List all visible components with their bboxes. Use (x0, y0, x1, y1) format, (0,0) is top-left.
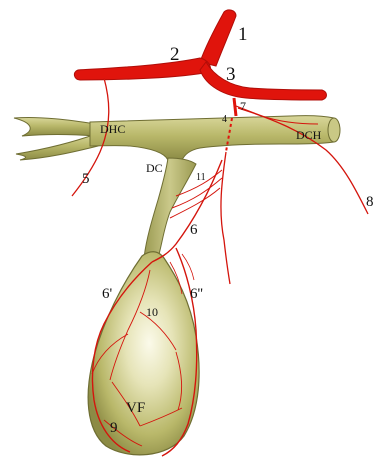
label-1: 1 (238, 24, 248, 45)
label-9: 9 (110, 420, 118, 436)
artery-1-trunk (200, 10, 236, 66)
label-5: 5 (82, 171, 90, 187)
label-10: 10 (146, 305, 158, 319)
label-6: 6 (190, 222, 198, 238)
left-duct-branch-upper (14, 117, 96, 136)
artery-4-stub (234, 98, 236, 116)
duct-end-cap (328, 118, 340, 142)
label-2: 2 (170, 44, 180, 65)
artery-3-right-branch (200, 62, 327, 100)
label-vf: VF (126, 400, 145, 416)
label-dhc: DHC (100, 122, 125, 136)
label-4: 4 (222, 114, 227, 125)
label-dch: DCH (296, 128, 322, 142)
artery-descending-thin (221, 152, 230, 284)
left-duct-branch-lower (16, 134, 98, 160)
bile-duct-system (14, 116, 340, 455)
label-7: 7 (240, 99, 246, 113)
label-dc: DC (146, 161, 163, 175)
label-11: 11 (196, 172, 206, 183)
label-8: 8 (366, 194, 374, 210)
label-6-double-prime: 6'' (190, 286, 203, 302)
label-3: 3 (226, 64, 236, 85)
label-6-prime: 6' (102, 286, 113, 302)
artery-2-left-branch (74, 58, 210, 80)
